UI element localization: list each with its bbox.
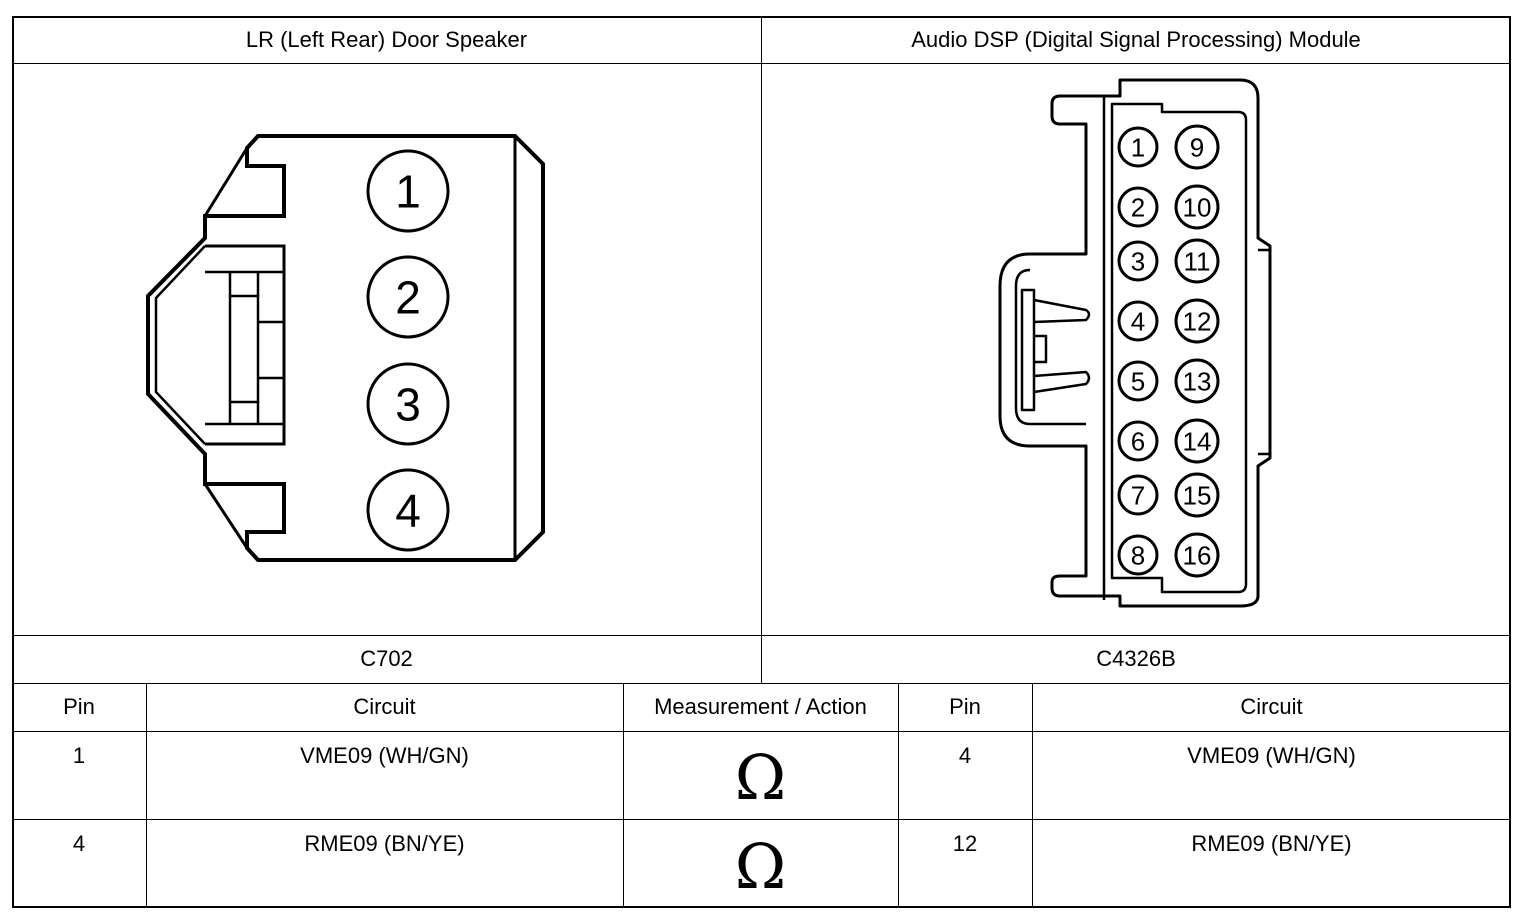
right-connector-title: Audio DSP (Digital Signal Processing) Mo…: [911, 27, 1361, 52]
left-connector-id: C702: [360, 646, 413, 671]
table-cell-pin: 12: [952, 831, 978, 856]
table-cell-circuit: RME09 (BN/YE): [304, 831, 465, 856]
column-header-circuit: Circuit: [1240, 694, 1303, 719]
grid-line: [12, 731, 1511, 732]
ohm-icon: Ω: [734, 830, 787, 903]
grid-line: [761, 16, 762, 684]
grid-line: [12, 819, 1511, 820]
grid-line: [146, 683, 147, 908]
grid-line: [1032, 683, 1033, 908]
left-connector-title: LR (Left Rear) Door Speaker: [245, 27, 528, 52]
table-cell-circuit: RME09 (BN/YE): [1191, 831, 1352, 856]
table-cell-pin: 4: [958, 743, 972, 768]
table-cell-pin: 1: [72, 743, 86, 768]
column-header-pin: Pin: [949, 694, 981, 719]
table-cell-circuit: VME09 (WH/GN): [1187, 743, 1356, 768]
ohm-icon: Ω: [734, 741, 787, 814]
right-connector-id: C4326B: [1096, 646, 1176, 671]
table-cell-circuit: VME09 (WH/GN): [300, 743, 469, 768]
column-header-pin: Pin: [63, 694, 95, 719]
grid-line: [898, 683, 899, 908]
column-header-measurement: Measurement / Action: [654, 694, 867, 719]
grid-line: [623, 683, 624, 908]
column-header-circuit: Circuit: [353, 694, 416, 719]
table-cell-pin: 4: [72, 831, 86, 856]
